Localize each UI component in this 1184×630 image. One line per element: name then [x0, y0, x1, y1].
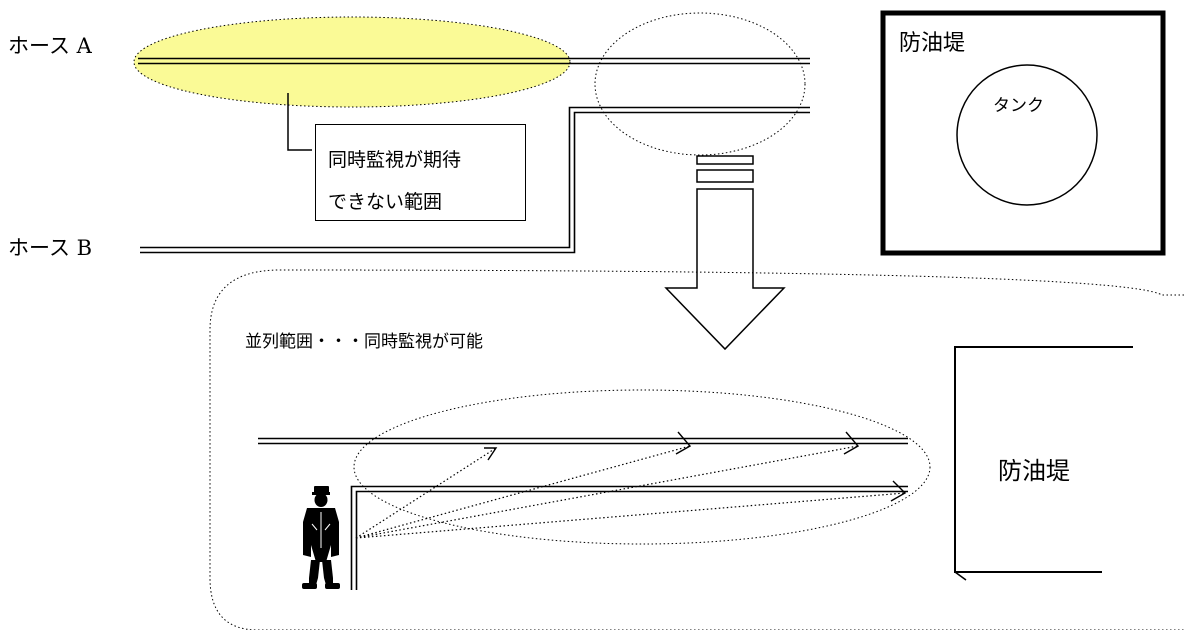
down-arrow-icon [664, 155, 786, 351]
unmonitored-range-ellipse [133, 16, 571, 108]
parallel-hose-lower [350, 485, 908, 590]
parallel-zone-ellipse-bottom [353, 389, 931, 545]
hose-b-label: ホース B [8, 236, 93, 260]
guard-icon [302, 486, 340, 589]
unmonitored-callout: 同時監視が期待 できない範囲 [315, 124, 526, 221]
callout-line-1: 同時監視が期待 [328, 149, 462, 171]
hose-a-line [138, 57, 810, 65]
hose-b-line [140, 106, 810, 254]
callout-line-2: できない範囲 [328, 191, 443, 213]
tank-label: タンク [993, 96, 1044, 116]
dike-outline-bottom [954, 346, 1133, 581]
tank-circle [956, 64, 1098, 206]
dike-label-top: 防油堤 [899, 31, 966, 56]
sight-arrowheads [484, 431, 907, 502]
parallel-hose-upper [258, 437, 908, 445]
callout-leader [287, 93, 312, 151]
dike-label-bottom: 防油堤 [998, 457, 1070, 485]
parallel-range-note: 並列範囲・・・同時監視が可能 [245, 332, 483, 352]
hose-a-label: ホース A [8, 34, 92, 58]
sight-lines [355, 445, 906, 539]
parallel-range-frame [209, 269, 1184, 630]
parallel-zone-ellipse-top [594, 12, 806, 156]
dike-box-top [880, 10, 1166, 256]
